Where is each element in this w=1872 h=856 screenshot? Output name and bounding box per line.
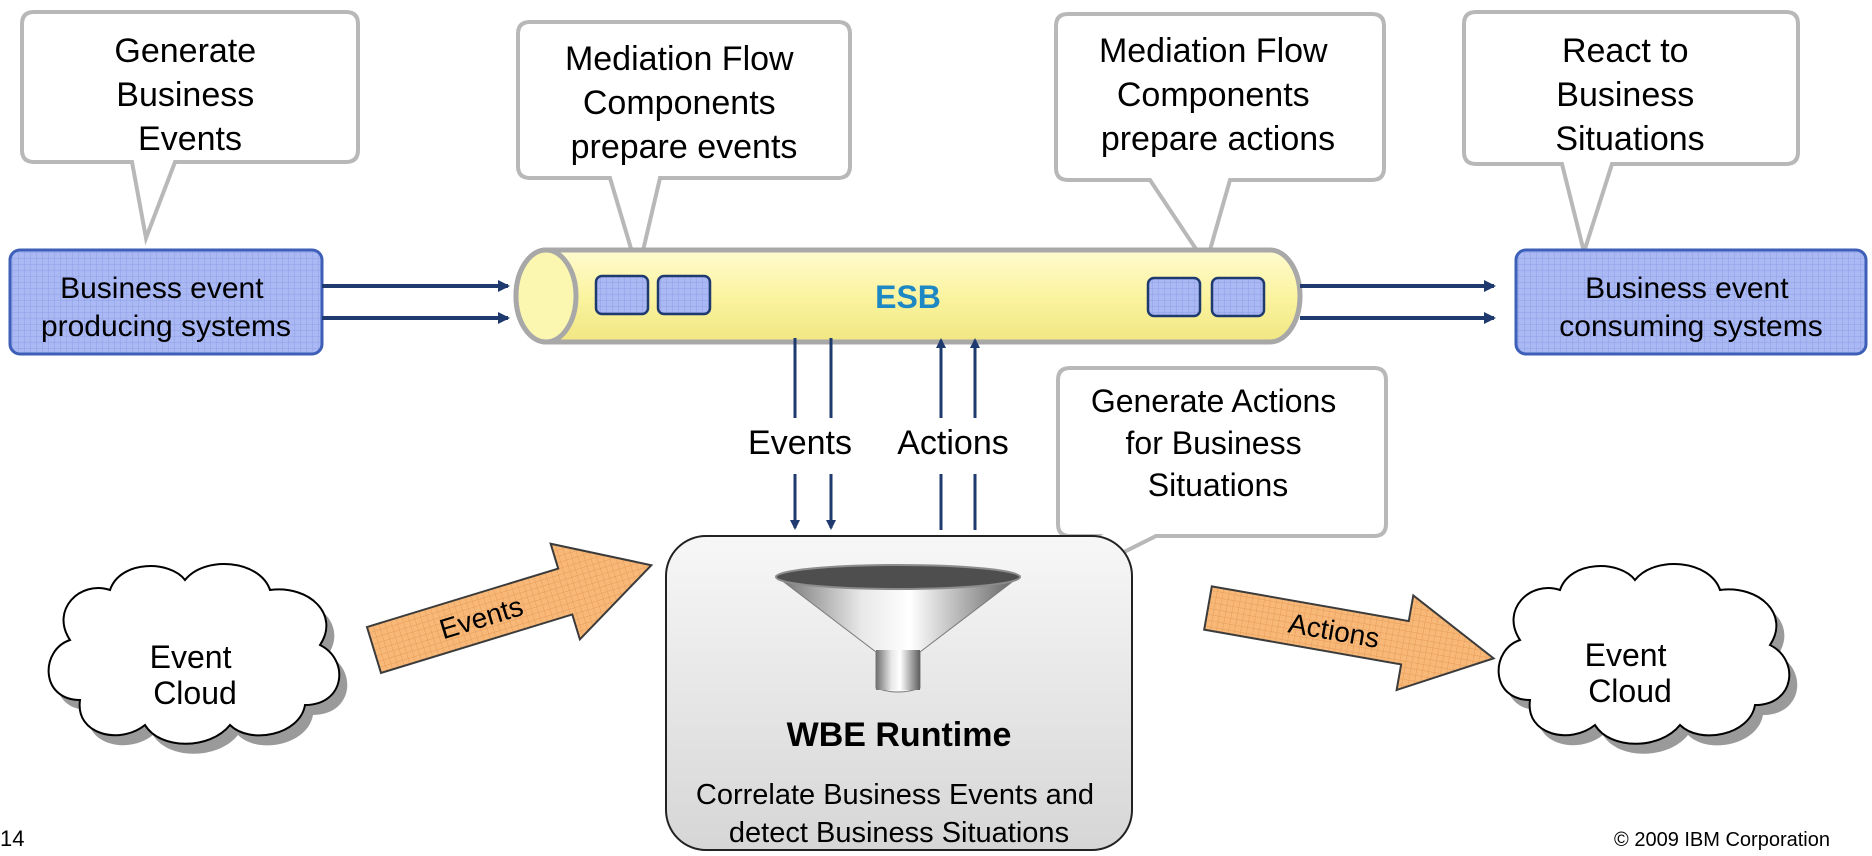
page-number: 14: [0, 826, 24, 851]
actions-block-arrow: Actions: [1203, 585, 1496, 692]
svg-text:Mediation Flow Component: Mediation Flow Components prepare action…: [1099, 32, 1337, 158]
cloud-line-2: Cloud: [153, 675, 237, 711]
callout-line-2: for Business: [1126, 425, 1302, 461]
callout-line-2: Business: [116, 76, 254, 114]
event-cloud-right: Event Cloud: [1497, 563, 1798, 754]
callout-line-1: React to: [1562, 32, 1689, 70]
callout-line-3: Events: [138, 120, 242, 158]
callout-line-3: Situations: [1148, 467, 1289, 503]
svg-text:Mediation Flow Component: Mediation Flow Components prepare events: [565, 40, 803, 166]
svg-text:React to Business: React to Business Situations: [1555, 32, 1704, 158]
callout-line-2: Business: [1556, 76, 1694, 114]
producers-line-2: producing systems: [41, 310, 291, 343]
callout-line-1: Mediation Flow: [565, 40, 794, 78]
mediation-component: [1210, 276, 1266, 318]
callout-line-2: Components: [1117, 76, 1310, 114]
consumers-line-1: Business event: [1585, 272, 1789, 305]
callout-line-3: prepare actions: [1101, 120, 1335, 158]
esb-label: ESB: [875, 279, 941, 315]
callout-react: React to Business Situations: [1462, 10, 1800, 260]
producing-systems-box: Business event producing systems: [8, 248, 324, 356]
callout-line-2: Components: [583, 84, 776, 122]
events-block-arrow: Events: [365, 542, 654, 675]
consumers-line-2: consuming systems: [1559, 310, 1822, 343]
wbe-runtime-box: WBE Runtime Correlate Business Events an…: [665, 535, 1133, 851]
esb-pipe: ESB: [513, 247, 1303, 345]
runtime-desc-2: detect Business Situations: [729, 817, 1069, 849]
consuming-systems-box: Business event consuming systems: [1514, 248, 1868, 356]
actions-flow: Actions: [897, 338, 1009, 530]
mediation-component: [1146, 276, 1202, 318]
svg-text:Generate Actions for Bus: Generate Actions for Business Situations: [1091, 383, 1345, 503]
svg-text:Business event consuming: Business event consuming systems: [1559, 272, 1822, 343]
event-cloud-left: Event Cloud: [47, 563, 348, 754]
callout-line-1: Mediation Flow: [1099, 32, 1328, 70]
cloud-line-1: Event: [150, 639, 232, 675]
svg-text:Generate Business: Generate Business Events: [114, 32, 265, 158]
callout-generate-business-events: Generate Business Events: [20, 10, 360, 246]
copyright: © 2009 IBM Corporation: [1614, 829, 1830, 851]
callout-line-3: Situations: [1555, 120, 1704, 158]
producers-line-1: Business event: [60, 272, 264, 305]
cloud-line-1: Event: [1585, 637, 1667, 673]
actions-flow-label: Actions: [897, 424, 1009, 462]
svg-text:Event Cloud: Event Cloud: [150, 639, 241, 711]
events-flow-label: Events: [748, 424, 852, 462]
runtime-desc-1: Correlate Business Events and: [696, 779, 1094, 811]
callout-line-3: prepare events: [571, 128, 798, 166]
events-flow: Events: [748, 338, 852, 530]
callout-line-1: Generate Actions: [1091, 383, 1336, 419]
mediation-component: [656, 274, 712, 316]
runtime-title: WBE Runtime: [787, 716, 1012, 754]
svg-text:Correlate Business Events and: Correlate Business Events and detect Bus…: [696, 779, 1102, 849]
callout-line-1: Generate: [114, 32, 256, 70]
funnel-icon: [774, 564, 1022, 693]
cloud-line-2: Cloud: [1588, 673, 1672, 709]
svg-text:Event Cloud: Event Cloud: [1585, 637, 1676, 709]
svg-text:Business event producing: Business event producing systems: [41, 272, 291, 343]
mediation-component: [594, 274, 650, 316]
callout-mediation-events: Mediation Flow Components prepare events: [516, 20, 852, 280]
callout-mediation-actions: Mediation Flow Components prepare action…: [1054, 12, 1386, 269]
